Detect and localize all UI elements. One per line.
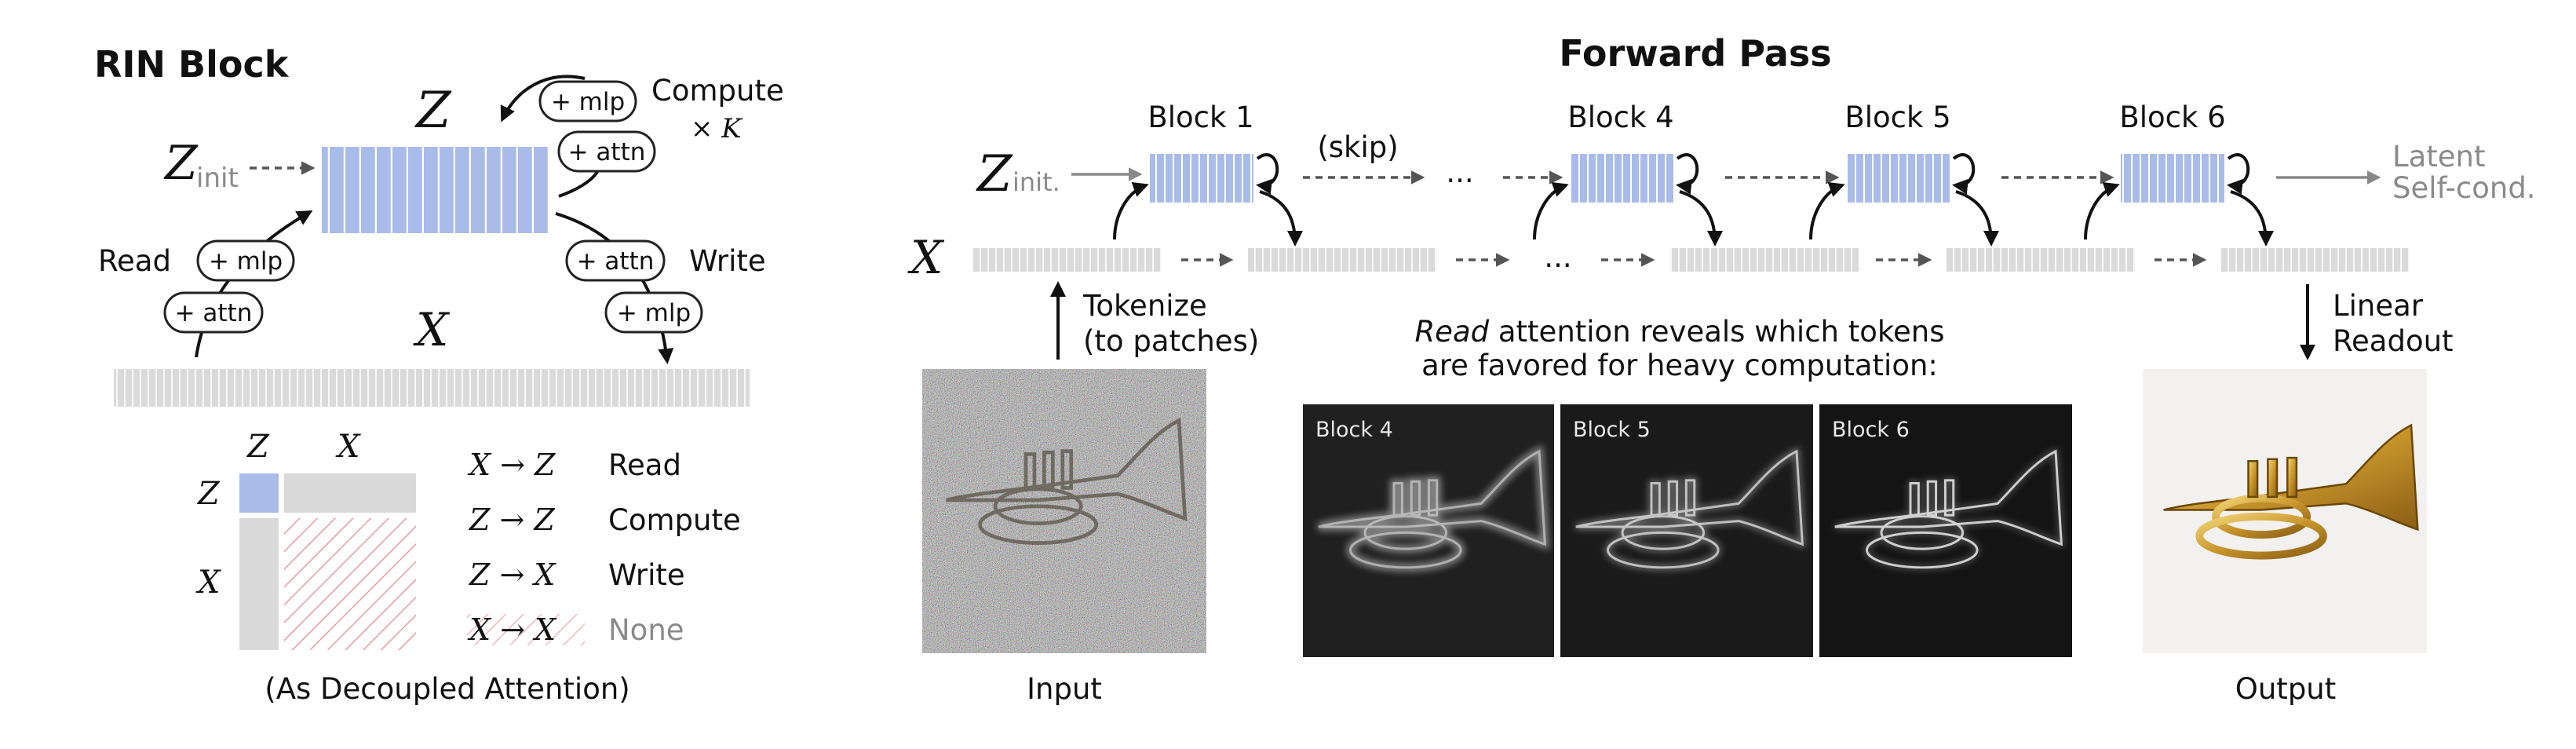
fp-attention-map-block6: Block 6 — [1819, 404, 2072, 657]
legend-label-read: Read — [608, 448, 681, 482]
matrix-xx-cell — [284, 518, 416, 650]
fp-x-tokens-0 — [973, 248, 1162, 272]
fp-x-tokens-5 — [1947, 248, 2135, 272]
write-arrow — [555, 212, 674, 364]
fp-block5-latent — [1846, 154, 1950, 203]
fp-attention-map-block6-label: Block 6 — [1832, 418, 1910, 442]
forward-pass-title: Forward Pass — [1559, 32, 1831, 75]
fp-output-image — [2143, 369, 2427, 653]
fp-read-note-1-rest: attention reveals which tokens — [1489, 315, 1944, 349]
fp-block6-latent — [2121, 154, 2224, 203]
legend-none-hatch — [467, 614, 585, 645]
matrix-row-x: X — [195, 564, 221, 601]
fp-latent-ellipsis: ... — [1446, 155, 1473, 189]
matrix-legend: X → Z Read Z → Z Compute Z → X Write X →… — [467, 448, 741, 647]
fp-readout-2: Readout — [2333, 324, 2454, 358]
compute-attn-text: + attn — [568, 138, 646, 166]
fp-x-ellipsis: ... — [1544, 240, 1571, 274]
compute-mlp-text: + mlp — [551, 88, 625, 116]
write-attn-pill — [565, 239, 666, 282]
fp-read-note-2: are favored for heavy computation: — [1421, 349, 1938, 382]
fp-block6-write-arc — [2230, 190, 2274, 247]
fp-latent-selfcond-1: Latent — [2392, 140, 2486, 174]
legend-expr-none: X → X — [467, 612, 557, 647]
fp-block1-label: Block 1 — [1148, 100, 1253, 134]
fp-block5-compute-loop — [1952, 153, 1976, 195]
fp-block4-label: Block 4 — [1567, 100, 1673, 134]
read-attn-text: + attn — [175, 299, 253, 327]
fp-tokenize-1: Tokenize — [1082, 289, 1207, 323]
fp-read-note-1-italic: Read — [1414, 315, 1489, 349]
read-label: Read — [98, 244, 171, 278]
fp-x-tokens-6 — [2221, 248, 2410, 272]
rin-block-title: RIN Block — [94, 43, 290, 86]
legend-label-write: Write — [608, 558, 685, 592]
fp-block4-compute-loop — [1676, 153, 1699, 195]
fp-z-init-symbol: Z — [976, 145, 1013, 203]
latent-z-block — [322, 147, 549, 233]
legend-expr-compute: Z → Z — [469, 502, 555, 537]
fp-attention-map-block5-label: Block 5 — [1573, 418, 1651, 442]
fp-block4-write-arc — [1679, 190, 1723, 247]
legend-expr-write: Z → X — [469, 557, 556, 592]
z-init-subscript: init — [196, 163, 239, 194]
matrix-col-z: Z — [246, 429, 270, 465]
fp-block4-read-arc — [1533, 182, 1569, 240]
fp-block6-read-arc — [2084, 182, 2120, 240]
fp-output-label: Output — [2235, 672, 2337, 706]
data-x-symbol: X — [413, 303, 451, 356]
fp-x-tokens-4 — [1670, 248, 1859, 272]
z-init-symbol: Z — [163, 136, 199, 191]
fp-skip-label: (skip) — [1317, 130, 1398, 164]
legend-label-compute: Compute — [608, 503, 741, 537]
fp-tokenize-2: (to patches) — [1083, 324, 1259, 358]
fp-attention-map-block4-label: Block 4 — [1315, 418, 1393, 442]
fp-block5-read-arc — [1809, 182, 1845, 240]
compute-loop-arrow — [500, 75, 586, 122]
latent-z-symbol: Z — [414, 82, 452, 140]
data-x-tokens — [114, 369, 750, 407]
fp-latent-selfcond-2: Self-cond. — [2392, 171, 2536, 205]
legend-label-none: None — [608, 613, 684, 647]
fp-x-symbol: X — [907, 231, 945, 284]
read-arrow — [195, 210, 313, 358]
write-mlp-pill — [604, 291, 703, 334]
fp-block1-latent — [1150, 154, 1253, 203]
fp-block5-write-arc — [1955, 190, 1999, 247]
rin-caption: (As Decoupled Attention) — [265, 672, 629, 706]
legend-expr-read: X → Z — [467, 448, 556, 482]
read-mlp-pill — [196, 239, 295, 282]
compute-attn-pill — [557, 130, 656, 173]
write-mlp-text: + mlp — [617, 299, 691, 327]
compute-mlp-pill — [538, 80, 637, 122]
matrix-col-x: X — [335, 429, 361, 465]
read-attn-pill — [163, 291, 264, 334]
fp-attention-map-block4: Block 4 — [1303, 404, 1554, 657]
fp-block5-label: Block 5 — [1844, 100, 1950, 134]
write-attn-text: + attn — [577, 247, 655, 276]
read-mlp-text: + mlp — [209, 247, 283, 276]
fp-read-note-1: Read attention reveals which tokens — [1414, 315, 1944, 349]
matrix-zz-cell — [239, 473, 279, 513]
fp-z-init-subscript: init. — [1013, 167, 1060, 197]
compute-label: Compute — [651, 74, 784, 108]
fp-input-label: Input — [1027, 672, 1102, 706]
matrix-xz-cell — [239, 518, 279, 650]
fp-block6-label: Block 6 — [2119, 100, 2225, 134]
matrix-row-z: Z — [196, 476, 221, 512]
fp-input-image — [922, 369, 1206, 653]
fp-block6-compute-loop — [2227, 153, 2250, 195]
fp-readout-1: Linear — [2333, 289, 2424, 323]
write-label: Write — [689, 244, 766, 278]
matrix-zx-cell — [284, 473, 416, 513]
fp-x-tokens-1 — [1248, 248, 1436, 272]
fp-block1-read-arc — [1113, 182, 1149, 240]
fp-block4-latent — [1570, 154, 1673, 203]
fp-block1-compute-loop — [1256, 153, 1279, 195]
fp-attention-map-block5: Block 5 — [1560, 404, 1813, 657]
fp-block1-write-arc — [1259, 190, 1303, 247]
compute-times-k: × K — [691, 113, 743, 144]
